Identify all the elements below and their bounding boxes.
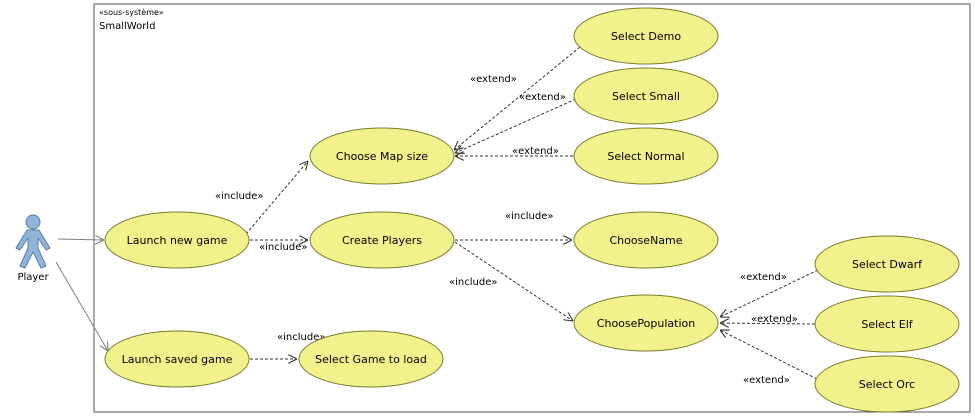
association-saved-game (55, 261, 108, 351)
use-case-label: Select Dwarf (852, 258, 923, 271)
association-new-game (57, 239, 104, 240)
use-case-select-demo[interactable]: Select Demo (573, 7, 719, 65)
use-case-select-normal[interactable]: Select Normal (573, 127, 719, 185)
extend-line-demo (454, 46, 581, 150)
label-extend-dwarf: «extend» (740, 272, 787, 283)
use-case-label: Launch new game (127, 234, 228, 247)
label-extend-small: «extend» (519, 92, 566, 103)
relationships (245, 46, 819, 380)
include-line-map-size (245, 161, 308, 235)
use-case-choose-map-size[interactable]: Choose Map size (309, 127, 455, 185)
system-boundary (93, 3, 971, 413)
use-case-label: Select Demo (611, 30, 681, 43)
use-case-label: ChooseName (609, 234, 682, 247)
use-case-select-elf[interactable]: Select Elf (814, 295, 960, 353)
label-extend-normal: «extend» (512, 146, 559, 157)
label-include-map-size: «include» (215, 191, 263, 202)
use-case-label: Select Normal (607, 150, 684, 163)
label-extend-orc: «extend» (743, 375, 790, 386)
use-case-label: Select Game to load (315, 353, 427, 366)
label-include-select-game: «include» (277, 332, 325, 343)
actor-label: Player (17, 272, 49, 283)
extend-line-small (455, 98, 577, 153)
use-case-label: Select Small (612, 90, 680, 103)
use-case-label: Choose Map size (336, 150, 428, 163)
extend-line-orc (720, 330, 818, 380)
use-case-shape (573, 7, 719, 65)
use-case-shape (814, 295, 960, 353)
use-case-shape (573, 127, 719, 185)
use-case-label: Create Players (342, 234, 422, 247)
use-case-shape (309, 211, 455, 269)
use-case-label: Select Orc (859, 378, 915, 391)
use-case-launch-saved-game[interactable]: Launch saved game (104, 330, 250, 388)
actor-body (15, 229, 51, 269)
use-case-shape (309, 127, 455, 185)
extend-line-elf (720, 323, 816, 324)
use-case-shape (104, 211, 250, 269)
use-case-shape (814, 235, 960, 293)
label-extend-demo: «extend» (470, 74, 517, 85)
use-case-shape (104, 330, 250, 388)
use-case-select-small[interactable]: Select Small (573, 67, 719, 125)
use-case-shape (573, 211, 719, 269)
use-case-select-game-to-load[interactable]: Select Game to load (298, 330, 444, 388)
use-case-shape (298, 330, 444, 388)
system-stereotype: «sous-système» (99, 7, 164, 17)
use-case-shape (573, 294, 719, 352)
include-line-choose-population (454, 241, 573, 321)
use-case-shape (573, 67, 719, 125)
use-case-launch-new-game[interactable]: Launch new game (104, 211, 250, 269)
use-case-shape (814, 355, 960, 413)
use-case-label: Select Elf (861, 318, 913, 331)
system-name: SmallWorld (99, 21, 155, 32)
actor-head (25, 214, 41, 230)
use-case-select-orc[interactable]: Select Orc (814, 355, 960, 413)
label-include-choose-name: «include» (505, 211, 553, 222)
label-include-create-players: «include» (259, 242, 307, 253)
actor-player[interactable]: Player (15, 214, 51, 283)
use-case-create-players[interactable]: Create Players (309, 211, 455, 269)
label-extend-elf: «extend» (751, 314, 798, 325)
use-case-choose-population[interactable]: ChoosePopulation (573, 294, 719, 352)
label-include-choose-population: «include» (449, 277, 497, 288)
use-case-label: ChoosePopulation (597, 317, 695, 330)
use-case-choose-name[interactable]: ChooseName (573, 211, 719, 269)
extend-line-dwarf (720, 269, 819, 317)
use-case-label: Launch saved game (122, 353, 233, 366)
use-case-select-dwarf[interactable]: Select Dwarf (814, 235, 960, 293)
